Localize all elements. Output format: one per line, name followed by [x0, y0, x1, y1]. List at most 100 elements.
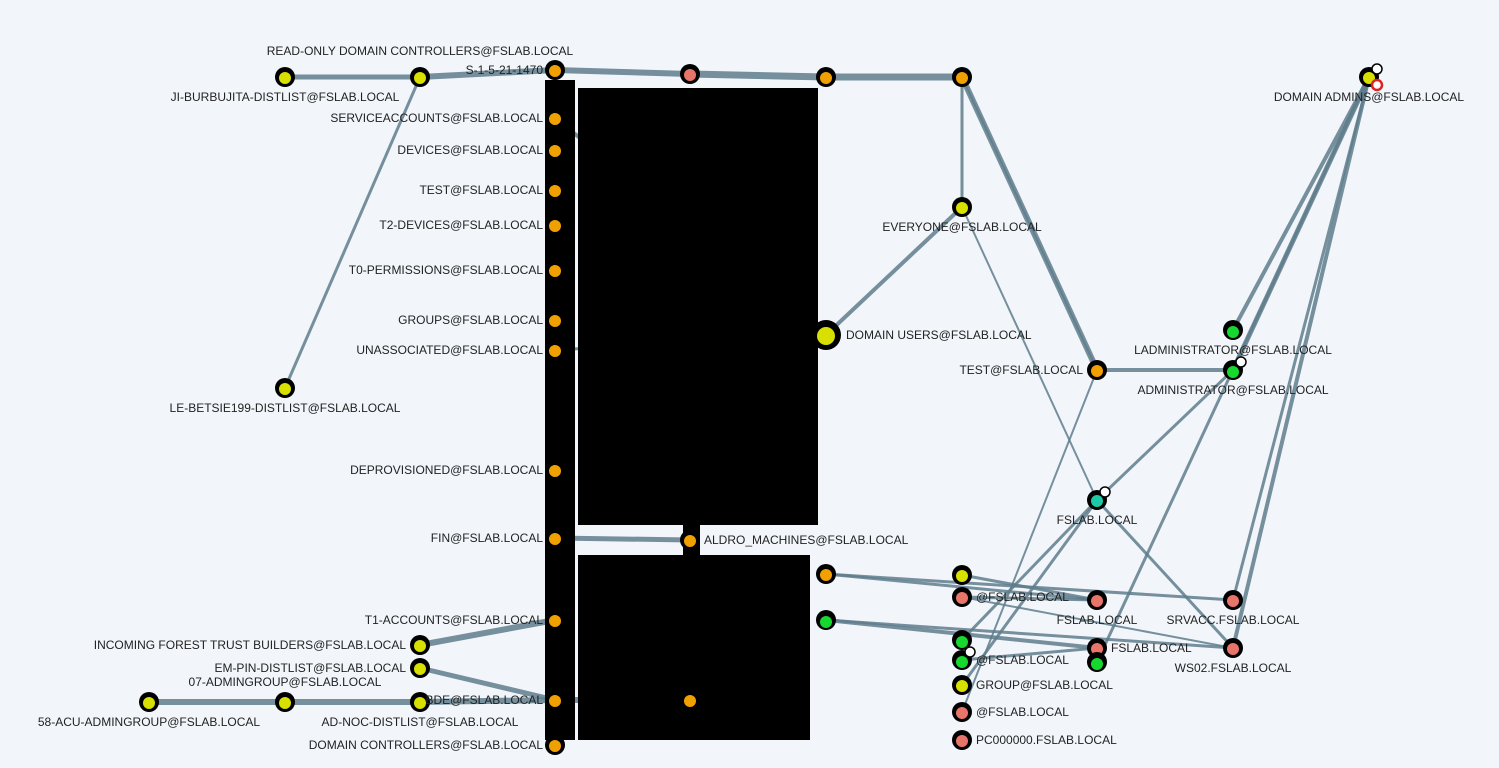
graph-node[interactable]	[1223, 356, 1247, 380]
edge[interactable]	[961, 596, 1234, 649]
edge[interactable]	[961, 573, 1098, 602]
graph-node[interactable]	[952, 646, 976, 670]
group-glyph	[956, 680, 968, 692]
edge[interactable]	[1231, 76, 1371, 331]
graph-node[interactable]	[952, 675, 972, 695]
edge[interactable]	[1231, 76, 1371, 649]
ou-glyph	[549, 465, 561, 477]
graph-node[interactable]	[952, 67, 972, 87]
graph-node[interactable]	[952, 730, 972, 750]
graph-node[interactable]	[1223, 320, 1243, 340]
graph-node[interactable]	[139, 692, 159, 712]
graph-node[interactable]	[410, 67, 430, 87]
graph-node[interactable]	[816, 610, 836, 630]
graph-node[interactable]	[545, 340, 565, 360]
computer-glyph	[1227, 643, 1239, 655]
graph-node[interactable]	[545, 460, 565, 480]
graph-node[interactable]	[545, 260, 565, 280]
ou-glyph	[549, 740, 561, 752]
edge[interactable]	[1095, 498, 1235, 650]
graph-node[interactable]	[1087, 652, 1107, 672]
edge[interactable]	[961, 646, 1098, 662]
graph-node[interactable]	[1223, 590, 1243, 610]
node-label: 07-ADMINGROUP@FSLAB.LOCAL	[189, 675, 382, 689]
computer-glyph	[684, 69, 696, 81]
graph-node[interactable]	[275, 692, 295, 712]
group-glyph	[279, 697, 291, 709]
edge[interactable]	[419, 697, 556, 705]
edge[interactable]	[960, 498, 1099, 642]
edge[interactable]	[961, 595, 1098, 602]
edge[interactable]	[419, 67, 556, 80]
graph-node[interactable]	[275, 378, 295, 398]
ou-glyph	[549, 533, 561, 545]
graph-node[interactable]	[410, 692, 430, 712]
edge[interactable]	[961, 76, 1098, 371]
edge[interactable]	[824, 205, 964, 337]
ou-glyph	[549, 315, 561, 327]
edge[interactable]	[689, 70, 827, 81]
computer-glyph	[1091, 643, 1103, 655]
computer-glyph	[956, 592, 968, 604]
graph-node[interactable]	[811, 320, 841, 350]
graph-node[interactable]	[680, 530, 700, 550]
computer-glyph	[1091, 595, 1103, 607]
edge[interactable]	[419, 617, 556, 648]
graph-node[interactable]	[1087, 590, 1107, 610]
group-glyph	[414, 640, 426, 652]
edge[interactable]	[1095, 368, 1235, 502]
overlapping-labels-mass	[545, 80, 575, 740]
group-glyph	[279, 383, 291, 395]
node-label: AD-NOC-DISTLIST@FSLAB.LOCAL	[322, 715, 519, 729]
edge[interactable]	[825, 618, 1234, 650]
node-label: DEPROVISIONED@FSLAB.LOCAL	[350, 463, 543, 477]
graph-node[interactable]	[545, 610, 565, 630]
graph-node[interactable]	[545, 60, 565, 80]
graph-node[interactable]	[1359, 63, 1384, 92]
graph-node[interactable]	[816, 67, 836, 87]
graph-node[interactable]	[545, 140, 565, 160]
graph-node[interactable]	[545, 310, 565, 330]
group-glyph	[414, 72, 426, 84]
graph-node[interactable]	[680, 64, 700, 84]
edge[interactable]	[554, 67, 691, 77]
graph-node[interactable]	[816, 564, 836, 584]
node-label: 58-ACU-ADMINGROUP@FSLAB.LOCAL	[38, 715, 261, 729]
edge[interactable]	[554, 535, 691, 543]
graph-node[interactable]	[952, 565, 972, 585]
node-label: DOMAIN ADMINS@FSLAB.LOCAL	[1274, 90, 1465, 104]
edge[interactable]	[961, 206, 1098, 501]
graph-node[interactable]	[952, 587, 972, 607]
graph-node[interactable]	[1087, 486, 1111, 510]
graph-node[interactable]	[1087, 638, 1107, 658]
edge[interactable]	[283, 76, 422, 389]
graph-node[interactable]	[952, 630, 972, 650]
graph-node[interactable]	[545, 528, 565, 548]
node-label: @FSLAB.LOCAL	[976, 705, 1069, 719]
graph-node[interactable]	[952, 702, 972, 722]
graph-node[interactable]	[1223, 638, 1243, 658]
graph-node[interactable]	[545, 108, 565, 128]
graph-node[interactable]	[275, 67, 295, 87]
ou-glyph	[820, 72, 832, 84]
graph-node[interactable]	[952, 197, 972, 217]
ou-glyph	[549, 185, 561, 197]
graph-node[interactable]	[545, 215, 565, 235]
edge[interactable]	[961, 369, 1098, 713]
diamond-icon	[1371, 63, 1383, 75]
user-glyph	[1227, 326, 1239, 338]
graph-node[interactable]	[545, 690, 565, 710]
node-label: ADMINISTRATOR@FSLAB.LOCAL	[1137, 383, 1328, 397]
graph-node[interactable]	[545, 735, 565, 755]
graph-node[interactable]	[1087, 360, 1107, 380]
node-label: DOMAIN USERS@FSLAB.LOCAL	[846, 328, 1032, 342]
graph-node[interactable]	[410, 635, 430, 655]
graph-node[interactable]	[680, 690, 700, 710]
edge[interactable]	[419, 665, 556, 703]
graph-node[interactable]	[545, 180, 565, 200]
diamond-icon	[1235, 356, 1247, 368]
computer-glyph	[1227, 595, 1239, 607]
graph-node[interactable]	[410, 658, 430, 678]
overlapping-labels-mass	[578, 88, 818, 525]
